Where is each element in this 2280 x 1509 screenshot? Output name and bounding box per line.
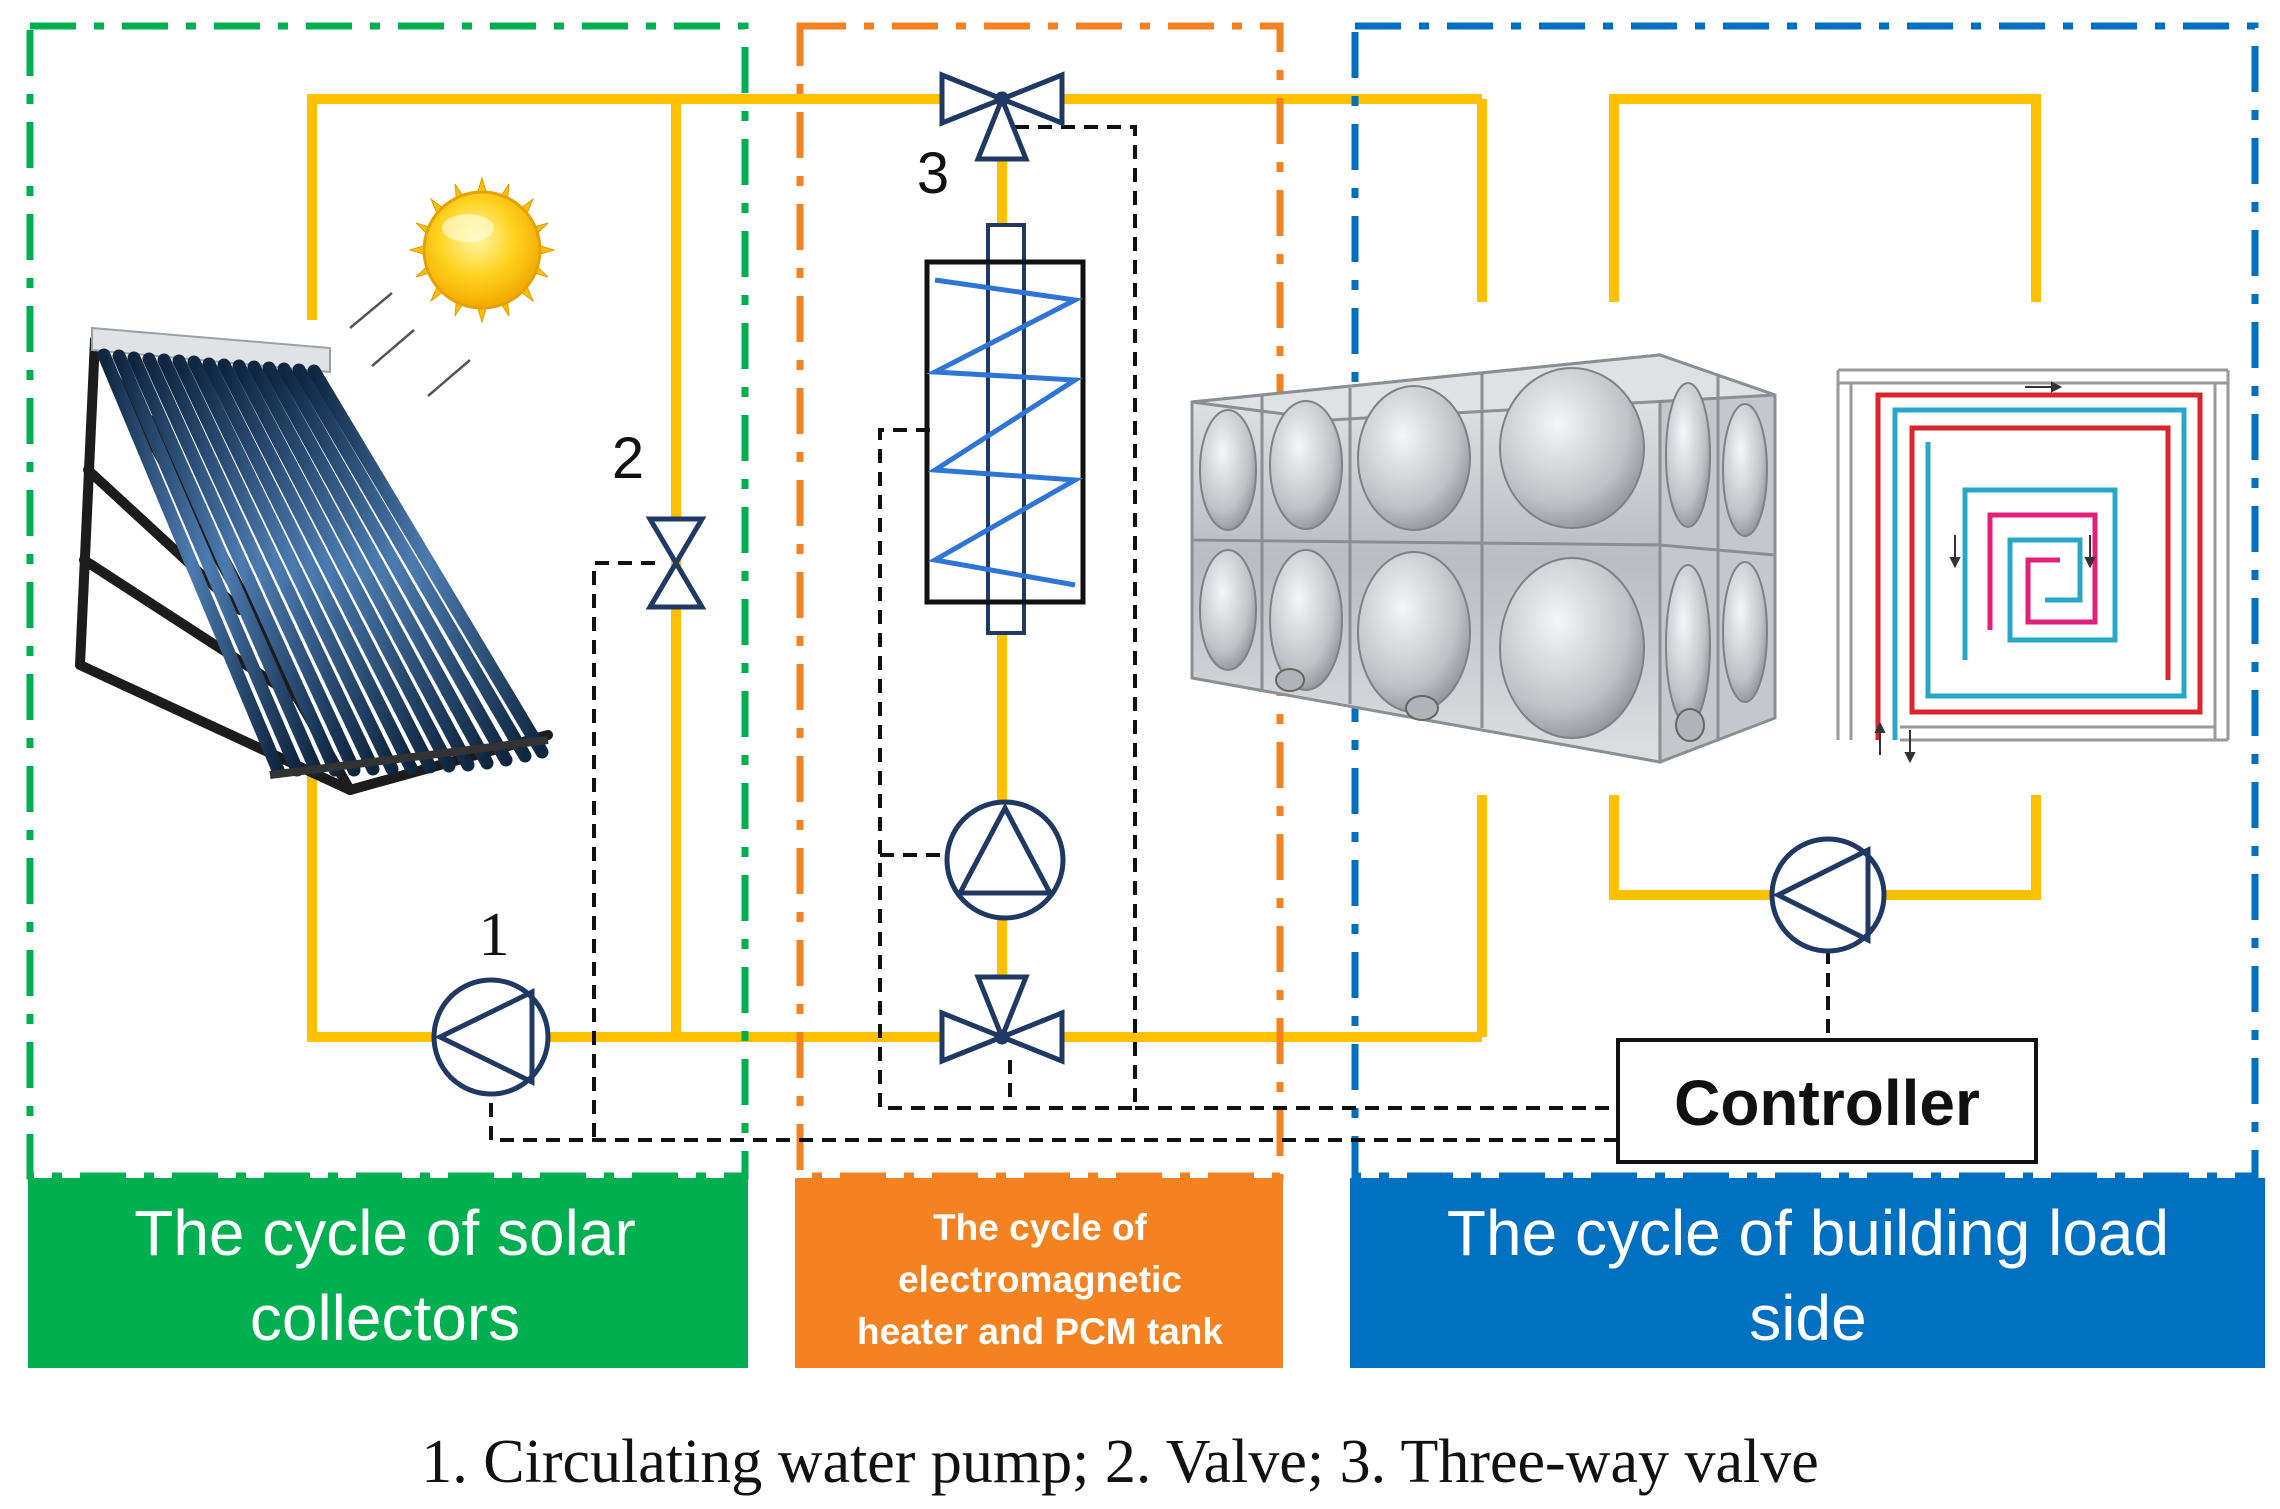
heater-label-line1: The cycle of — [933, 1207, 1148, 1248]
pump-number-label: 1 — [479, 901, 510, 969]
solar-label-line1: The cycle of solar — [134, 1197, 636, 1269]
building-section-label: The cycle of building load side — [1350, 1178, 2265, 1368]
water-tank-icon — [1190, 352, 1777, 765]
load-pump-icon — [1769, 836, 1887, 954]
solar-label-line2: collectors — [250, 1282, 520, 1354]
three-way-valve-bottom-icon — [939, 974, 1065, 1065]
pcm-tank-icon — [924, 223, 1086, 635]
pipe-solar-top — [307, 94, 676, 320]
three-way-valve-icon — [939, 71, 1065, 162]
valve-icon — [645, 516, 707, 610]
floor-heating-icon — [1836, 368, 2230, 764]
controller-label: Controller — [1674, 1067, 1980, 1139]
heater-section-label: The cycle of electromagnetic heater and … — [795, 1178, 1283, 1368]
building-label-line1: The cycle of building load — [1447, 1197, 2169, 1269]
sun-icon — [408, 176, 556, 324]
three-way-valve-number-label: 3 — [917, 141, 949, 206]
solar-boundary — [26, 22, 749, 1180]
controller-box: Controller — [1616, 1038, 2038, 1164]
pump-icon — [431, 977, 551, 1097]
heater-pump-icon — [944, 799, 1066, 921]
solar-collector-icon — [75, 326, 553, 795]
heater-label-line3: heater and PCM tank — [857, 1311, 1223, 1352]
valve-number-label: 2 — [612, 426, 644, 491]
solar-section-label: The cycle of solar collectors — [28, 1178, 748, 1368]
heater-label-line2: electromagnetic — [898, 1259, 1182, 1300]
building-label-line2: side — [1749, 1282, 1866, 1354]
pipe-load-top — [1609, 94, 2041, 302]
sun-rays-lines — [349, 292, 471, 397]
signal-heater-loop — [878, 125, 1137, 1110]
control-lines — [489, 125, 1830, 1142]
signal-valve2 — [592, 561, 655, 1140]
signal-pump1 — [489, 1080, 1618, 1142]
pipe-solar-bottom — [307, 770, 676, 1042]
heating-coil — [925, 277, 1084, 588]
legend-text: 1. Circulating water pump; 2. Valve; 3. … — [421, 1428, 1818, 1496]
